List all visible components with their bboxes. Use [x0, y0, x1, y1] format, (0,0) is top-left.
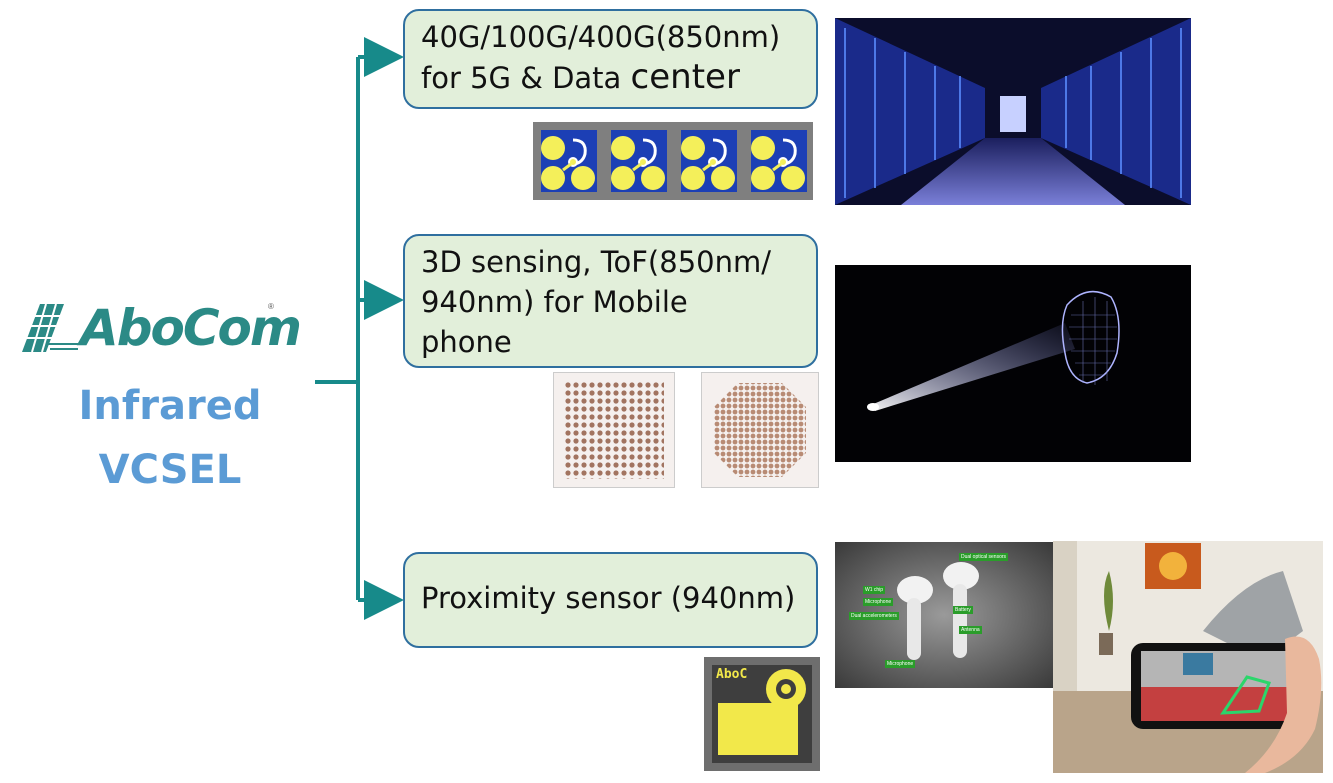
box-datacenter-line1: 40G/100G/400G(850nm): [421, 20, 781, 54]
application-box-proximity: Proximity sensor (940nm): [403, 552, 818, 648]
box-3dsensing-line2: 940nm) for Mobile: [421, 285, 688, 319]
registered-mark: ®: [268, 302, 274, 311]
logo-mark-icon: [22, 303, 78, 353]
earbud-label-battery: Battery: [953, 606, 973, 614]
box-3dsensing-line3: phone: [421, 325, 512, 359]
room-phone-photo: [1053, 541, 1323, 773]
vcsel-die-strip: [533, 122, 813, 200]
vcsel-square-array: [553, 372, 675, 488]
application-box-datacenter: 40G/100G/400G(850nm) for 5G & Data cente…: [403, 9, 818, 109]
earbuds-photo: Dual optical sensors W1 chip Microphone …: [835, 542, 1053, 688]
box-3dsensing-line1: 3D sensing, ToF(850nm/: [421, 245, 771, 279]
face-scan-image: [835, 265, 1191, 462]
octagon-array-illustration: [714, 383, 806, 477]
earbud-label-optical: Dual optical sensors: [959, 553, 1009, 561]
vcsel-dies-illustration: [541, 128, 809, 194]
proximity-chip-illustration: [712, 665, 812, 763]
server-aisle-image: [835, 18, 1191, 205]
box-datacenter-line2: for 5G & Data center: [421, 57, 740, 97]
title-line-1: Infrared: [78, 383, 262, 429]
abocom-logo: AboCom ®: [18, 296, 302, 360]
earbud-label-mic-top: Microphone: [863, 598, 894, 606]
title-line-2: VCSEL: [98, 447, 242, 493]
logo-wordmark: AboCom: [80, 299, 302, 357]
face-scan-photo: [835, 265, 1191, 462]
room-phone-image: [1053, 541, 1323, 773]
box-datacenter-center: center: [630, 57, 740, 97]
earbud-label-antenna: Antenna: [959, 626, 982, 634]
box-proximity-line1: Proximity sensor (940nm): [421, 581, 796, 615]
earbud-label-accelerometers: Dual accelerometers: [849, 612, 899, 620]
earbud-label-chip: W1 chip: [863, 586, 886, 594]
proximity-sensor-chip: AboC: [704, 657, 820, 771]
earbud-label-mic-bottom: Microphone: [885, 660, 916, 668]
datacenter-photo: [835, 18, 1191, 205]
vcsel-octagon-array: [701, 372, 819, 488]
square-array-illustration: [564, 381, 664, 479]
application-box-3dsensing: 3D sensing, ToF(850nm/ 940nm) for Mobile…: [403, 234, 818, 368]
chip-brand-mark: AboC: [716, 667, 748, 682]
